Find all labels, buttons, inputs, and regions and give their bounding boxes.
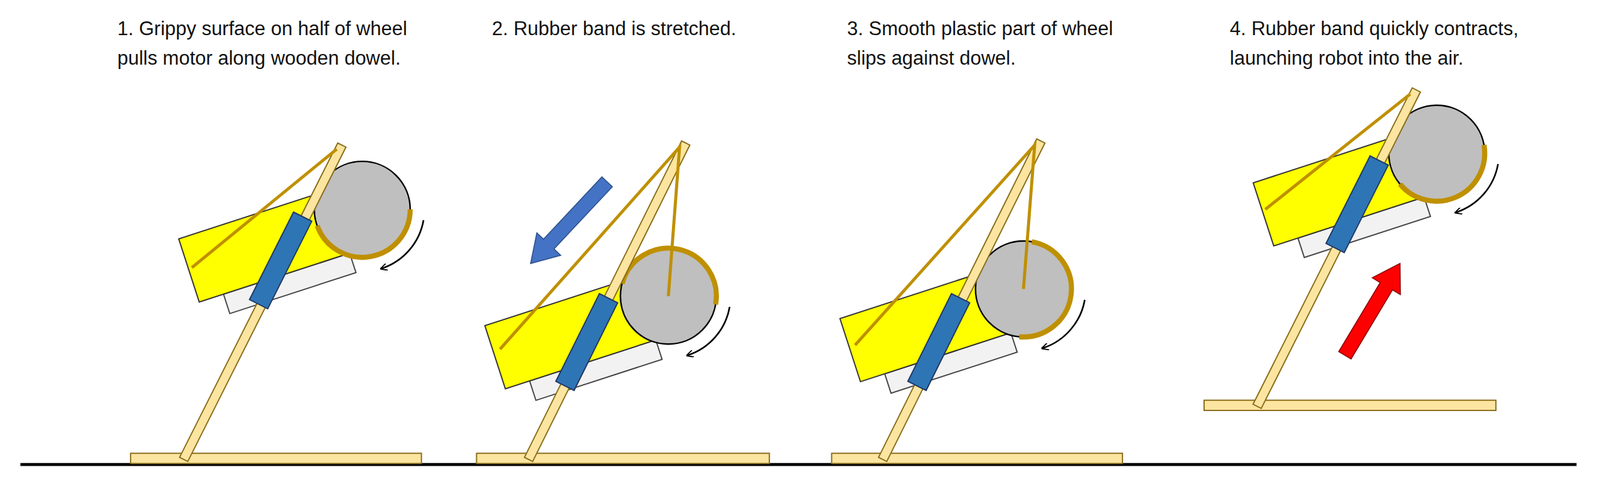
sleeve <box>249 212 312 309</box>
wheel <box>620 247 717 344</box>
step-caption: 3. Smooth plastic part of wheel slips ag… <box>847 13 1142 73</box>
base-board <box>1204 400 1496 411</box>
robot-panel <box>1204 87 1498 411</box>
rubber-band <box>855 144 1035 346</box>
robot-panel <box>130 143 424 464</box>
wooden-dowel <box>179 143 346 462</box>
robot-panel <box>831 138 1122 464</box>
base-board <box>130 453 422 464</box>
wooden-dowel <box>1253 87 1421 409</box>
grippy-surface <box>317 209 411 258</box>
sleeve <box>555 293 619 391</box>
robot-panel <box>476 141 770 464</box>
step-caption: 2. Rubber band is stretched. <box>491 13 881 44</box>
sleeve <box>907 293 971 391</box>
rotation-arrow <box>381 220 424 269</box>
wooden-dowel <box>878 138 1045 462</box>
base-board <box>476 453 770 464</box>
rotation-arrow <box>687 306 730 356</box>
rubber-band <box>1265 94 1411 210</box>
wooden-dowel <box>524 141 691 462</box>
rotation-arrow <box>1042 299 1085 349</box>
rubber-band <box>192 149 337 268</box>
sleeve <box>1325 155 1388 253</box>
rubber-band <box>500 146 680 349</box>
step-caption: 1. Grippy surface on half of wheel pulls… <box>117 13 413 73</box>
base-board <box>831 453 1122 464</box>
motion-arrow <box>1338 263 1401 359</box>
motion-arrow <box>530 176 613 264</box>
grippy-surface <box>1399 144 1485 202</box>
step-caption: 4. Rubber band quickly contracts, launch… <box>1229 13 1557 73</box>
rotation-arrow <box>1455 163 1498 213</box>
